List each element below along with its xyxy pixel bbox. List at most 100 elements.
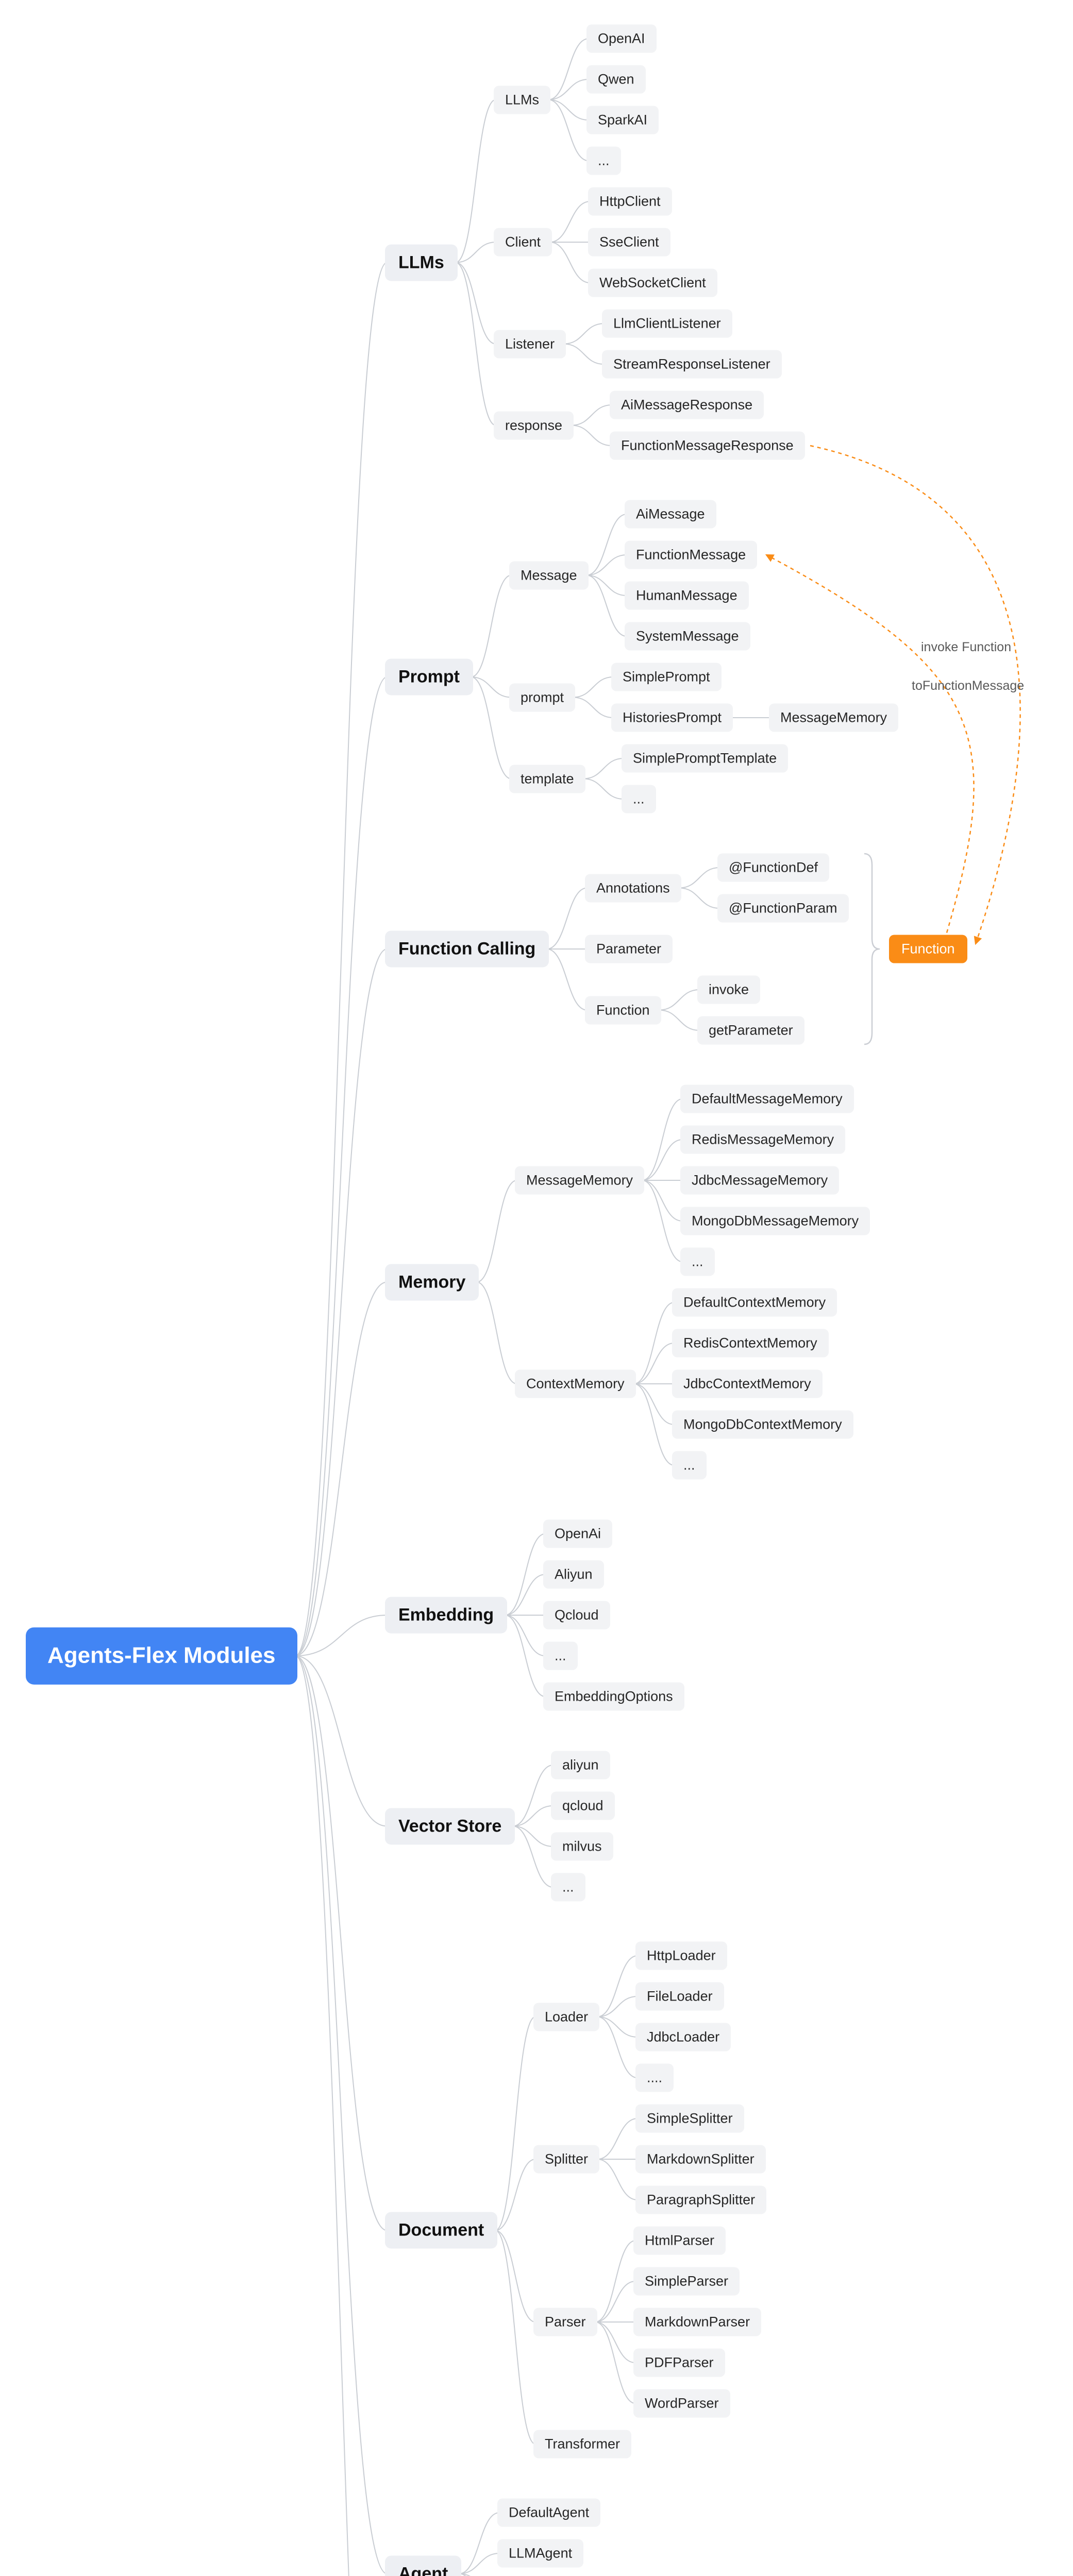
node-wordparser[interactable]: WordParser (633, 2389, 730, 2418)
node-contextmemory[interactable]: ContextMemory (515, 1369, 636, 1398)
node-openai[interactable]: OpenAi (543, 1519, 613, 1548)
node-dots[interactable]: ... (622, 785, 656, 814)
tree-edge (549, 242, 591, 283)
function-node[interactable]: Function (889, 935, 967, 963)
tree-edge (571, 404, 612, 426)
node-function-calling[interactable]: Function Calling (385, 930, 549, 968)
node-httpclient[interactable]: HttpClient (588, 187, 672, 216)
tree-edge (459, 2573, 471, 2576)
node-mongodbmessagememory[interactable]: MongoDbMessageMemory (680, 1207, 870, 1235)
tree-edge (455, 262, 496, 426)
node-invoke[interactable]: invoke (697, 975, 761, 1004)
node-prompt[interactable]: Prompt (385, 658, 473, 696)
node-prompt[interactable]: prompt (509, 683, 576, 712)
tree-edge (495, 2230, 536, 2445)
node-vector-store[interactable]: Vector Store (385, 1807, 515, 1845)
node-transformer[interactable]: Transformer (533, 2430, 632, 2459)
node-simpleparser[interactable]: SimpleParser (633, 2267, 740, 2296)
node-listener[interactable]: Listener (494, 329, 566, 359)
node-messagememory[interactable]: MessageMemory (515, 1166, 645, 1195)
node-jdbcmessagememory[interactable]: JdbcMessageMemory (680, 1166, 840, 1195)
node-response[interactable]: response (494, 411, 574, 440)
node-client[interactable]: Client (494, 228, 552, 257)
node-embedding[interactable]: Embedding (385, 1597, 508, 1634)
node-messagememory[interactable]: MessageMemory (769, 703, 899, 732)
node-fileloader[interactable]: FileLoader (635, 1982, 724, 2011)
node-dots[interactable]: ... (586, 146, 621, 175)
node-historiesprompt[interactable]: HistoriesPrompt (611, 703, 733, 732)
node-document[interactable]: Document (385, 2212, 498, 2249)
tree-edge (633, 1383, 675, 1466)
node-qcloud[interactable]: Qcloud (543, 1601, 610, 1630)
node-qcloud[interactable]: qcloud (551, 1791, 615, 1820)
node-dots[interactable]: .... (635, 2063, 674, 2092)
node-defaultmessagememory[interactable]: DefaultMessageMemory (680, 1084, 854, 1113)
node-aliyun[interactable]: Aliyun (543, 1560, 604, 1589)
node-pdfparser[interactable]: PDFParser (633, 2348, 725, 2377)
node-httploader[interactable]: HttpLoader (635, 1941, 727, 1970)
node-loader[interactable]: Loader (533, 2002, 600, 2031)
node-dots[interactable]: ... (680, 1247, 715, 1276)
node-defaultagent[interactable]: DefaultAgent (497, 2498, 601, 2527)
node-humanmessage[interactable]: HumanMessage (625, 581, 749, 610)
node-htmlparser[interactable]: HtmlParser (633, 2226, 726, 2255)
node-function[interactable]: Function (585, 995, 661, 1025)
tree-edge (548, 99, 589, 161)
node-jdbcloader[interactable]: JdbcLoader (635, 2023, 731, 2052)
tree-edge (595, 2240, 636, 2323)
tree-edge (586, 514, 627, 576)
node-dots[interactable]: ... (672, 1451, 707, 1480)
node-streamresponselistener[interactable]: StreamResponseListener (602, 350, 782, 379)
node-defaultcontextmemory[interactable]: DefaultContextMemory (672, 1288, 837, 1317)
node-redismessagememory[interactable]: RedisMessageMemory (680, 1125, 846, 1154)
node-annotations[interactable]: Annotations (585, 873, 681, 903)
node-getparameter[interactable]: getParameter (697, 1016, 804, 1045)
node-parameter[interactable]: Parameter (585, 935, 673, 963)
node-functionmessage[interactable]: FunctionMessage (625, 540, 758, 569)
node-llmclientlistener[interactable]: LlmClientListener (602, 309, 732, 338)
node-aimessage[interactable]: AiMessage (625, 500, 716, 529)
node-dots[interactable]: ... (543, 1641, 578, 1670)
node-splitter[interactable]: Splitter (533, 2145, 600, 2174)
node-systemmessage[interactable]: SystemMessage (625, 622, 750, 651)
node-paragraphsplitter[interactable]: ParagraphSplitter (635, 2185, 767, 2214)
tree-edge (595, 2281, 636, 2323)
tree-edge (455, 262, 496, 345)
node-sparkai[interactable]: SparkAI (586, 106, 659, 134)
node-llms[interactable]: LLMs (494, 85, 551, 114)
node-functionparam[interactable]: @FunctionParam (717, 894, 849, 923)
node-llmagent[interactable]: LLMAgent (497, 2539, 584, 2568)
node-markdownsplitter[interactable]: MarkdownSplitter (635, 2145, 766, 2174)
node-openai[interactable]: OpenAI (586, 24, 657, 53)
node-markdownparser[interactable]: MarkdownParser (633, 2308, 762, 2336)
node-mongodbcontextmemory[interactable]: MongoDbContextMemory (672, 1410, 853, 1439)
node-jdbccontextmemory[interactable]: JdbcContextMemory (672, 1369, 823, 1398)
node-aimessageresponse[interactable]: AiMessageResponse (610, 391, 764, 419)
node-simpleprompt[interactable]: SimplePrompt (611, 663, 722, 691)
node-memory[interactable]: Memory (385, 1263, 479, 1301)
node-parser[interactable]: Parser (533, 2308, 597, 2336)
node-simpleprompttemplate[interactable]: SimplePromptTemplate (622, 744, 789, 773)
tree-edge (476, 1281, 517, 1384)
tree-edge (595, 2321, 636, 2404)
tree-edge (642, 1180, 683, 1262)
tree-edge (586, 554, 627, 576)
node-template[interactable]: template (509, 764, 585, 793)
node-simplesplitter[interactable]: SimpleSplitter (635, 2104, 744, 2133)
node-websocketclient[interactable]: WebSocketClient (588, 268, 717, 297)
node-dots[interactable]: ... (551, 1873, 585, 1902)
node-llms[interactable]: LLMs (385, 244, 458, 281)
node-functiondef[interactable]: @FunctionDef (717, 853, 829, 882)
node-agents-flex-modules[interactable]: Agents-Flex Modules (26, 1627, 297, 1685)
node-rediscontextmemory[interactable]: RedisContextMemory (672, 1329, 829, 1358)
tree-edge (512, 1825, 554, 1888)
node-sseclient[interactable]: SseClient (588, 228, 670, 257)
node-milvus[interactable]: milvus (551, 1832, 613, 1861)
node-functionmessageresponse[interactable]: FunctionMessageResponse (610, 431, 805, 460)
node-agent[interactable]: Agent (385, 2555, 462, 2576)
tree-edge (633, 1383, 675, 1425)
node-qwen[interactable]: Qwen (586, 65, 646, 94)
node-embeddingoptions[interactable]: EmbeddingOptions (543, 1682, 684, 1711)
node-message[interactable]: Message (509, 561, 589, 590)
node-aliyun[interactable]: aliyun (551, 1751, 610, 1780)
